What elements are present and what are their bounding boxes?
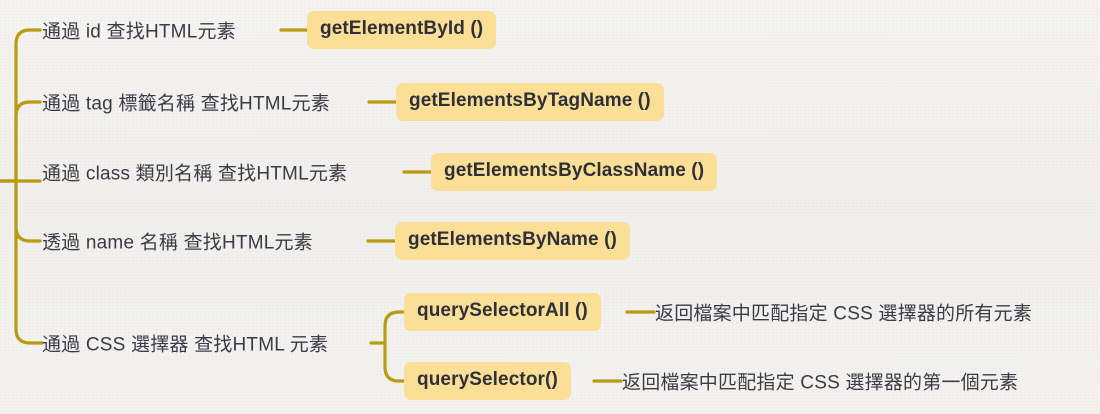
branch-label-by-name[interactable]: 透過 name 名稱 查找HTML元素	[42, 232, 313, 254]
method-badge-query-selector[interactable]: querySelector()	[404, 362, 571, 400]
branch-line-by-tag	[14, 100, 42, 183]
method-badge-get-elements-by-tag-name[interactable]: getElementsByTagName ()	[396, 83, 664, 121]
sub-branch-query-selector	[383, 341, 406, 383]
method-badge-get-elements-by-class-name[interactable]: getElementsByClassName ()	[431, 153, 718, 191]
method-badge-get-elements-by-name[interactable]: getElementsByName ()	[395, 222, 630, 260]
branch-label-by-css-selector[interactable]: 通過 CSS 選擇器 查找HTML 元素	[42, 334, 329, 356]
method-description-query-selector-all: 返回檔案中匹配指定 CSS 選擇器的所有元素	[655, 303, 1033, 325]
main-spine-line	[14, 28, 42, 183]
branch-line-by-name	[14, 179, 42, 243]
branch-label-by-tag-name[interactable]: 通過 tag 標籤名稱 查找HTML元素	[42, 93, 330, 115]
method-description-query-selector: 返回檔案中匹配指定 CSS 選擇器的第一個元素	[622, 372, 1019, 394]
sub-branch-query-selector-all	[369, 310, 406, 345]
branch-label-by-class-name[interactable]: 通過 class 類別名稱 查找HTML元素	[42, 163, 348, 185]
method-badge-query-selector-all[interactable]: querySelectorAll ()	[404, 293, 601, 331]
branch-line-by-css	[14, 179, 44, 345]
method-badge-get-element-by-id[interactable]: getElementById ()	[307, 11, 497, 49]
branch-label-by-id[interactable]: 通過 id 查找HTML元素	[42, 21, 236, 43]
